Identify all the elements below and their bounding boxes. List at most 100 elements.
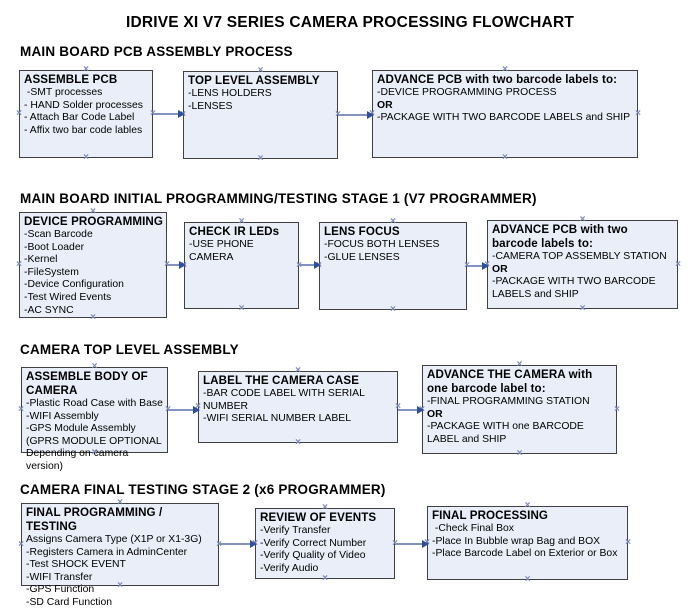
arrowhead-icon [422,540,429,548]
connection-point-icon: × [524,500,531,511]
flow-box-advance-camera: × × × × ADVANCE THE CAMERA with one barc… [419,360,620,459]
connection-point-icon: × [83,64,89,75]
box-item: -Boot Loader [24,241,85,253]
box-item: -GPS Module Assembly [26,423,136,435]
box-item: -Check Final Box [432,523,515,534]
box-item: (GPRS MODULE OPTIONAL [26,435,162,447]
box-item: -WIFI Assembly [26,410,99,422]
connection-point-icon: × [295,365,301,376]
connection-point-icon: × [117,497,123,508]
connector-arrow [338,111,374,119]
flow-box-check-ir-leds: × × × × CHECK IR LEDs -USE PHONE CAMERA [181,217,302,314]
box-item: -Plastic Road Case with Base [26,398,163,409]
box-item: -AC SYNC [24,304,74,316]
box-item: -Kernel [24,254,58,266]
box-title: FINAL PROGRAMMING / TESTING [26,506,163,533]
box-title: LABEL THE CAMERA CASE [203,374,360,387]
connector-arrow [167,261,186,269]
arrowhead-icon [178,110,185,118]
section-header-initial-programming: MAIN BOARD INITIAL PROGRAMMING/TESTING S… [20,191,537,206]
connection-point-icon: × [18,404,24,415]
connection-point-icon: × [322,502,328,513]
connection-point-icon: × [16,259,22,270]
box-item: -DEVICE PROGRAMMING PROCESS [377,87,557,98]
arrowhead-icon [314,261,321,269]
flow-box-assemble-body: × × × × ASSEMBLE BODY OF CAMERA -Plastic… [18,362,171,472]
arrowhead-icon [250,540,257,548]
box-title: ASSEMBLE BODY OF CAMERA [26,370,148,397]
section-header-camera-top-assembly: CAMERA TOP LEVEL ASSEMBLY [20,342,239,357]
flow-box-top-level-assembly: × × × × TOP LEVEL ASSEMBLY -LENS HOLDERS… [180,66,341,164]
box-title: ADVANCE THE CAMERA with one barcode labe… [427,368,593,395]
connection-point-icon: × [257,65,264,76]
box-item: -Test Wired Events [24,291,112,303]
connection-point-icon: × [579,303,586,314]
flow-box-final-programming-testing: × × × × FINAL PROGRAMMING / TESTING Assi… [18,498,222,608]
box-title: ASSEMBLE PCB [24,73,118,86]
box-item: -Registers Camera in AdminCenter [26,546,188,558]
connection-point-icon: × [257,153,264,164]
flow-box-advance-pcb-to-top-assembly: × × × × ADVANCE PCB with two barcode lab… [484,215,681,314]
box-item: -GLUE LENSES [324,251,400,263]
connection-point-icon: × [16,108,22,119]
box-item: Assigns Camera Type (X1P or X1-3G) [26,534,202,545]
connection-point-icon: × [502,152,508,163]
box-item: -PACKAGE WITH TWO BARCODE LABELS and SHI… [377,112,631,124]
connector-arrow [153,110,185,118]
box-item: -GPS Function [26,584,95,596]
box-item: - Attach Bar Code Label [24,112,135,124]
box-item: -FileSystem [24,266,79,278]
box-title: LENS FOCUS [324,225,400,238]
box-title: ADVANCE PCB with two barcode labels to: [492,223,628,250]
box-item: -FINAL PROGRAMMING STATION [427,396,590,407]
box-item: - HAND Solder processes [24,99,143,111]
box-item: - Affix two bar code lables [24,124,143,136]
connector-arrow [299,261,321,269]
connector-arrow [467,262,489,270]
box-item: -Place In Bubble wrap Bag and BOX [432,535,601,547]
box-item: -Verify Transfer [260,525,331,536]
box-item: -SMT processes [24,87,103,98]
arrowhead-icon [367,111,374,119]
arrowhead-icon [482,262,489,270]
section-header-final-testing: CAMERA FINAL TESTING STAGE 2 (x6 PROGRAM… [20,482,386,497]
connector-arrow [398,406,424,414]
box-item: OR [427,408,443,420]
connection-point-icon: × [502,64,508,75]
connection-point-icon: × [579,214,586,225]
box-item: -LENS HOLDERS [188,88,272,99]
box-item: -SD Card Function [26,596,113,608]
box-item: OR [377,99,393,111]
box-item: -Device Configuration [24,279,124,291]
box-item: -Place Barcode Label on Exterior or Box [432,548,618,560]
box-item: OR [492,263,508,275]
box-item: -USE PHONE CAMERA [189,239,257,263]
flow-box-final-processing: × × × × FINAL PROCESSING -Check Final Bo… [424,501,631,585]
connection-point-icon: × [238,303,245,314]
box-item: -WIFI Transfer [26,571,93,583]
connection-point-icon: × [18,538,24,550]
box-item: -Verify Quality of Video [260,550,366,562]
connection-point-icon: × [83,152,89,163]
section-header-pcb-assembly: MAIN BOARD PCB ASSEMBLY PROCESS [20,44,293,59]
connection-point-icon: × [91,361,98,372]
box-title: ADVANCE PCB with two barcode labels to: [377,73,618,86]
flow-box-review-of-events: × × × × REVIEW OF EVENTS -Verify Transfe… [252,503,398,584]
connection-point-icon: × [614,403,620,415]
box-item: -Scan Barcode [24,229,93,240]
connection-point-icon: × [635,108,641,119]
connection-point-icon: × [516,448,523,459]
connector-arrow [168,406,200,414]
box-item: -LENSES [188,100,233,112]
connection-point-icon: × [390,216,396,227]
arrowhead-icon [179,261,186,269]
page-title: IDRIVE XI V7 SERIES CAMERA PROCESSING FL… [125,14,575,31]
box-title: FINAL PROCESSING [432,509,549,522]
connection-point-icon: × [322,573,328,584]
connection-point-icon: × [516,359,523,370]
connection-point-icon: × [90,206,96,217]
box-title: DEVICE PROGRAMMING [24,215,164,228]
connection-point-icon: × [390,304,396,315]
box-item: -Test SHOCK EVENT [26,559,126,571]
